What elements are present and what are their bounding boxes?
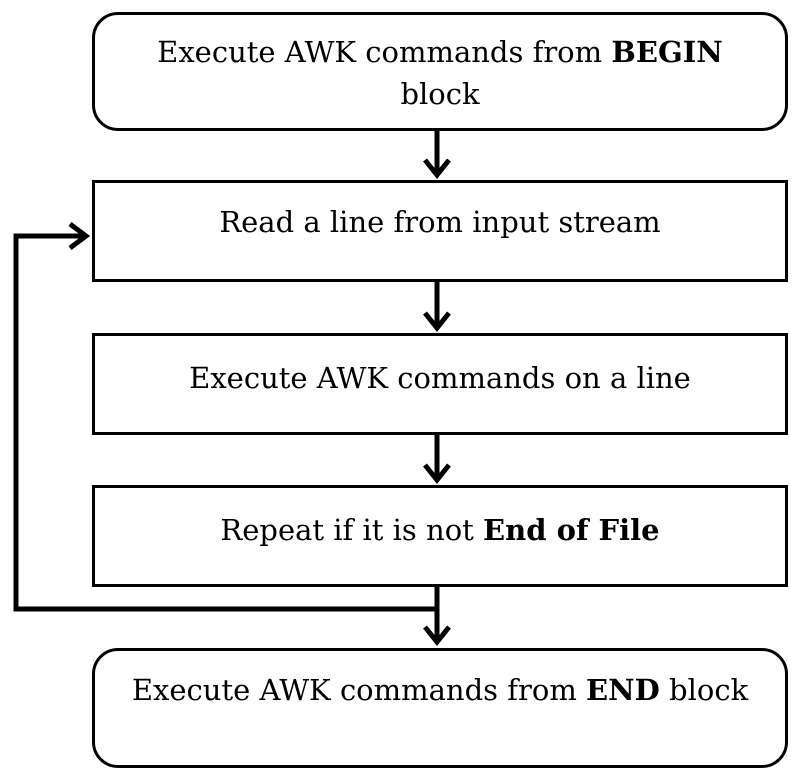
arrowhead-loop-back [68, 222, 91, 250]
node-end-keyword: END [586, 673, 660, 707]
node-end-text: Execute AWK commands from [131, 673, 587, 707]
arrowhead-read-to-exec [423, 311, 451, 333]
node-begin-text: Execute AWK commands from [157, 35, 612, 69]
node-read-text: Read a line from input stream [219, 205, 661, 239]
node-execute-commands: Execute AWK commands on a line [92, 333, 788, 435]
node-begin-block: Execute AWK commands from BEGIN block [92, 12, 788, 131]
node-read-line: Read a line from input stream [92, 180, 788, 282]
node-repeat-text: Repeat if it is not [220, 513, 484, 547]
node-end-text-suffix: block [659, 673, 749, 707]
node-exec-text: Execute AWK commands on a line [189, 361, 691, 395]
node-begin-keyword: BEGIN [611, 35, 723, 69]
loop-back-connector [13, 233, 437, 612]
node-repeat-keyword: End of File [483, 513, 660, 547]
arrowhead-exec-to-repeat [423, 463, 451, 485]
arrowhead-repeat-to-end [423, 625, 451, 647]
arrowhead-begin-to-read [423, 158, 451, 180]
node-begin-text-line2: block [400, 77, 480, 111]
node-end-block: Execute AWK commands from END block [92, 648, 788, 768]
node-repeat-check: Repeat if it is not End of File [92, 485, 788, 587]
